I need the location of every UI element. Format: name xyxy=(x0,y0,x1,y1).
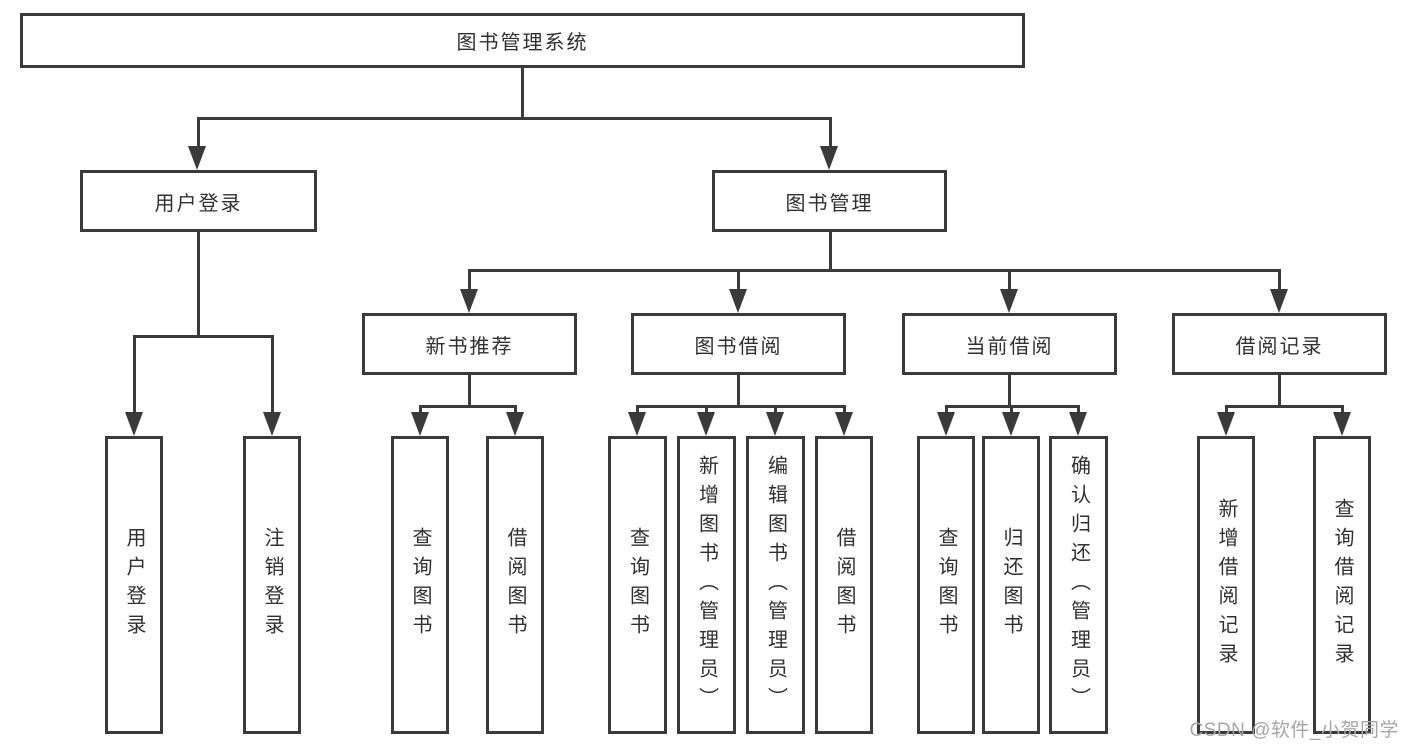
node-new-book-recommend: 新书推荐 xyxy=(362,313,577,375)
connector-line xyxy=(636,405,639,417)
arrow-down-icon xyxy=(1270,289,1288,313)
leaf-current-query-books-label: 查询图书 xyxy=(935,527,957,643)
leaf-confirm-return-admin: 确认归还（管理员） xyxy=(1049,436,1108,734)
arrow-down-icon xyxy=(729,289,747,313)
leaf-return-books: 归还图书 xyxy=(982,436,1040,734)
leaf-borrow-borrow-books-label: 借阅图书 xyxy=(833,527,855,643)
node-user-login-label: 用户登录 xyxy=(154,192,243,215)
node-library-system: 图书管理系统 xyxy=(20,13,1025,68)
node-book-borrow-label: 图书借阅 xyxy=(694,335,783,358)
node-book-management: 图书管理 xyxy=(712,170,947,232)
arrow-down-icon xyxy=(411,412,429,436)
leaf-add-book-admin: 新增图书（管理员） xyxy=(677,436,736,734)
connector-line xyxy=(1008,375,1011,407)
leaf-newbook-query-books-label: 查询图书 xyxy=(409,527,431,643)
connector-line xyxy=(197,117,832,120)
node-current-borrow-label: 当前借阅 xyxy=(965,335,1054,358)
connector-line xyxy=(636,405,845,408)
connector-line xyxy=(468,269,471,291)
leaf-edit-book-admin: 编辑图书（管理员） xyxy=(746,436,805,734)
connector-line xyxy=(197,117,200,149)
leaf-logout-label: 注销登录 xyxy=(261,527,283,643)
node-new-book-recommend-label: 新书推荐 xyxy=(425,335,514,358)
leaf-query-borrow-record: 查询借阅记录 xyxy=(1313,436,1371,734)
node-library-system-label: 图书管理系统 xyxy=(456,32,589,54)
arrow-down-icon xyxy=(1333,412,1351,436)
connector-line xyxy=(1278,269,1281,291)
leaf-borrow-query-books: 查询图书 xyxy=(608,436,667,734)
arrow-down-icon xyxy=(125,412,143,436)
connector-line xyxy=(133,335,274,338)
leaf-logout: 注销登录 xyxy=(243,436,301,734)
leaf-borrow-query-books-label: 查询图书 xyxy=(626,527,649,643)
leaf-add-borrow-record-label: 新增借阅记录 xyxy=(1215,498,1237,672)
connector-line xyxy=(271,335,274,413)
leaf-add-borrow-record: 新增借阅记录 xyxy=(1197,436,1255,734)
connector-line xyxy=(1077,405,1080,417)
leaf-current-query-books: 查询图书 xyxy=(917,436,975,734)
leaf-query-borrow-record-label: 查询借阅记录 xyxy=(1331,498,1353,672)
connector-line xyxy=(1225,405,1343,408)
arrow-down-icon xyxy=(835,412,853,436)
connector-line xyxy=(843,405,846,417)
leaf-add-book-admin-label: 新增图书（管理员） xyxy=(695,454,718,716)
connector-line xyxy=(197,232,200,338)
node-book-borrow: 图书借阅 xyxy=(631,313,846,375)
connector-line xyxy=(1341,405,1344,417)
node-user-login: 用户登录 xyxy=(80,170,317,232)
connector-line xyxy=(829,117,832,149)
arrow-down-icon xyxy=(263,412,281,436)
connector-line xyxy=(1225,405,1228,417)
node-borrow-records-label: 借阅记录 xyxy=(1235,335,1324,358)
leaf-confirm-return-admin-label: 确认归还（管理员） xyxy=(1067,454,1090,716)
connector-line xyxy=(133,335,136,413)
node-borrow-records: 借阅记录 xyxy=(1172,313,1387,375)
csdn-watermark: CSDN @软件_小贺同学 xyxy=(1189,720,1399,741)
connector-line xyxy=(1008,269,1011,291)
arrow-down-icon xyxy=(1000,289,1018,313)
connector-line xyxy=(705,405,708,417)
leaf-edit-book-admin-label: 编辑图书（管理员） xyxy=(764,454,787,716)
leaf-newbook-borrow-books: 借阅图书 xyxy=(486,436,544,734)
connector-line xyxy=(1278,375,1281,407)
leaf-user-login: 用户登录 xyxy=(105,436,163,734)
connector-line xyxy=(468,269,1280,272)
node-book-management-label: 图书管理 xyxy=(785,192,874,215)
leaf-newbook-borrow-books-label: 借阅图书 xyxy=(504,527,526,643)
arrow-down-icon xyxy=(1069,412,1087,436)
connector-line xyxy=(737,375,740,407)
arrow-down-icon xyxy=(1217,412,1235,436)
leaf-borrow-borrow-books: 借阅图书 xyxy=(815,436,873,734)
connector-line xyxy=(774,405,777,417)
arrow-down-icon xyxy=(460,289,478,313)
leaf-newbook-query-books: 查询图书 xyxy=(391,436,449,734)
connector-line xyxy=(468,375,471,407)
connector-line xyxy=(945,405,948,417)
connector-line xyxy=(514,405,517,417)
arrow-down-icon xyxy=(820,146,838,170)
arrow-down-icon xyxy=(1002,412,1020,436)
leaf-return-books-label: 归还图书 xyxy=(1000,527,1022,643)
leaf-user-login-label: 用户登录 xyxy=(123,527,145,643)
connector-line xyxy=(521,68,524,119)
connector-line xyxy=(737,269,740,291)
connector-line xyxy=(829,232,832,272)
arrow-down-icon xyxy=(628,412,646,436)
node-current-borrow: 当前借阅 xyxy=(902,313,1117,375)
connector-line xyxy=(419,405,517,408)
connector-line xyxy=(1010,405,1013,417)
arrow-down-icon xyxy=(697,412,715,436)
arrow-down-icon xyxy=(766,412,784,436)
arrow-down-icon xyxy=(188,146,206,170)
arrow-down-icon xyxy=(506,412,524,436)
arrow-down-icon xyxy=(937,412,955,436)
connector-line xyxy=(419,405,422,417)
